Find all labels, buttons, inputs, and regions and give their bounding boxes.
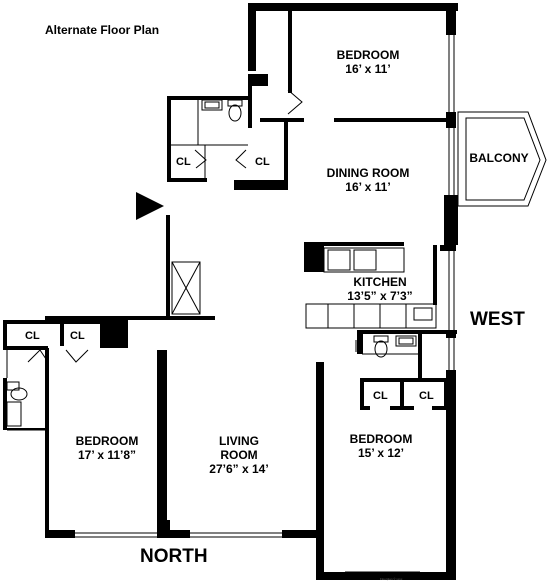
room-dims: 13’5” x 7’3” [347,289,413,303]
compass-west: WEST [470,309,525,330]
room-dims: 16’ x 11’ [345,62,391,76]
entry-arrow-icon [136,192,164,220]
room-name: KITCHEN [353,275,407,289]
shaft [171,261,201,315]
closet-label: CL [176,156,191,168]
credit-text: Floorplan © xxxx [380,577,403,581]
closet-label: CL [255,156,270,168]
room-bedroom-sw: BEDROOM 17’ x 11’8” [62,434,152,462]
compass-north: NORTH [140,546,208,567]
room-dims: 16’ x 11’ [345,180,391,194]
room-dims: 27’6” x 14’ [209,462,269,476]
balcony-label: BALCONY [469,151,529,165]
balcony-outline [457,111,547,207]
room-name: BEDROOM [349,432,413,446]
room-name: DINING ROOM [326,166,410,180]
interior-lines [7,100,418,431]
windows [6,35,455,577]
room-living-room: LIVING ROOM 27’6” x 14’ [194,434,284,476]
closet-label: CL [25,330,40,342]
room-dims: 15’ x 12’ [357,446,405,460]
door-swings [27,89,357,363]
room-bedroom-ne: BEDROOM 16’ x 11’ [318,48,418,76]
room-dims: 17’ x 11’8” [77,448,137,462]
kitchen-counters [305,247,437,329]
closet-label: CL [70,330,85,342]
room-bedroom-se: BEDROOM 15’ x 12’ [336,432,426,460]
plan-title: Alternate Floor Plan [45,23,160,37]
room-name: BEDROOM [336,48,400,62]
room-kitchen: KITCHEN 13’5” x 7’3” [330,275,430,303]
bath-fixtures [6,99,417,427]
closet-label: CL [419,390,434,402]
room-name: LIVING [218,434,259,448]
room-name-line2: ROOM [220,448,258,462]
room-dining-room: DINING ROOM 16’ x 11’ [310,166,426,194]
closet-label: CL [373,390,388,402]
room-name: BEDROOM [75,434,139,448]
